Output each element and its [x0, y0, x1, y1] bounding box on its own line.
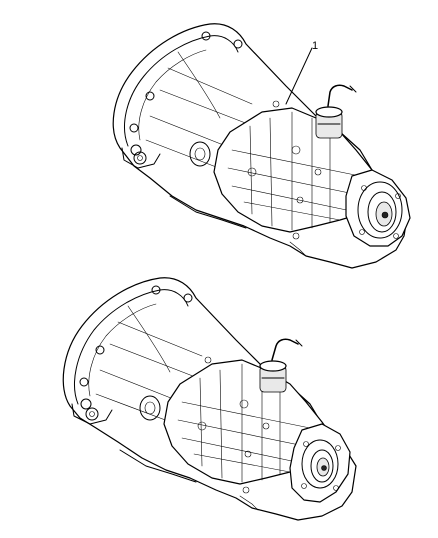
- transmission-assembly-upper: [112, 23, 411, 269]
- transmission-assembly-lower: [62, 277, 357, 521]
- callout-label-1: 1: [312, 40, 319, 52]
- callout-1-leader: [285, 47, 313, 105]
